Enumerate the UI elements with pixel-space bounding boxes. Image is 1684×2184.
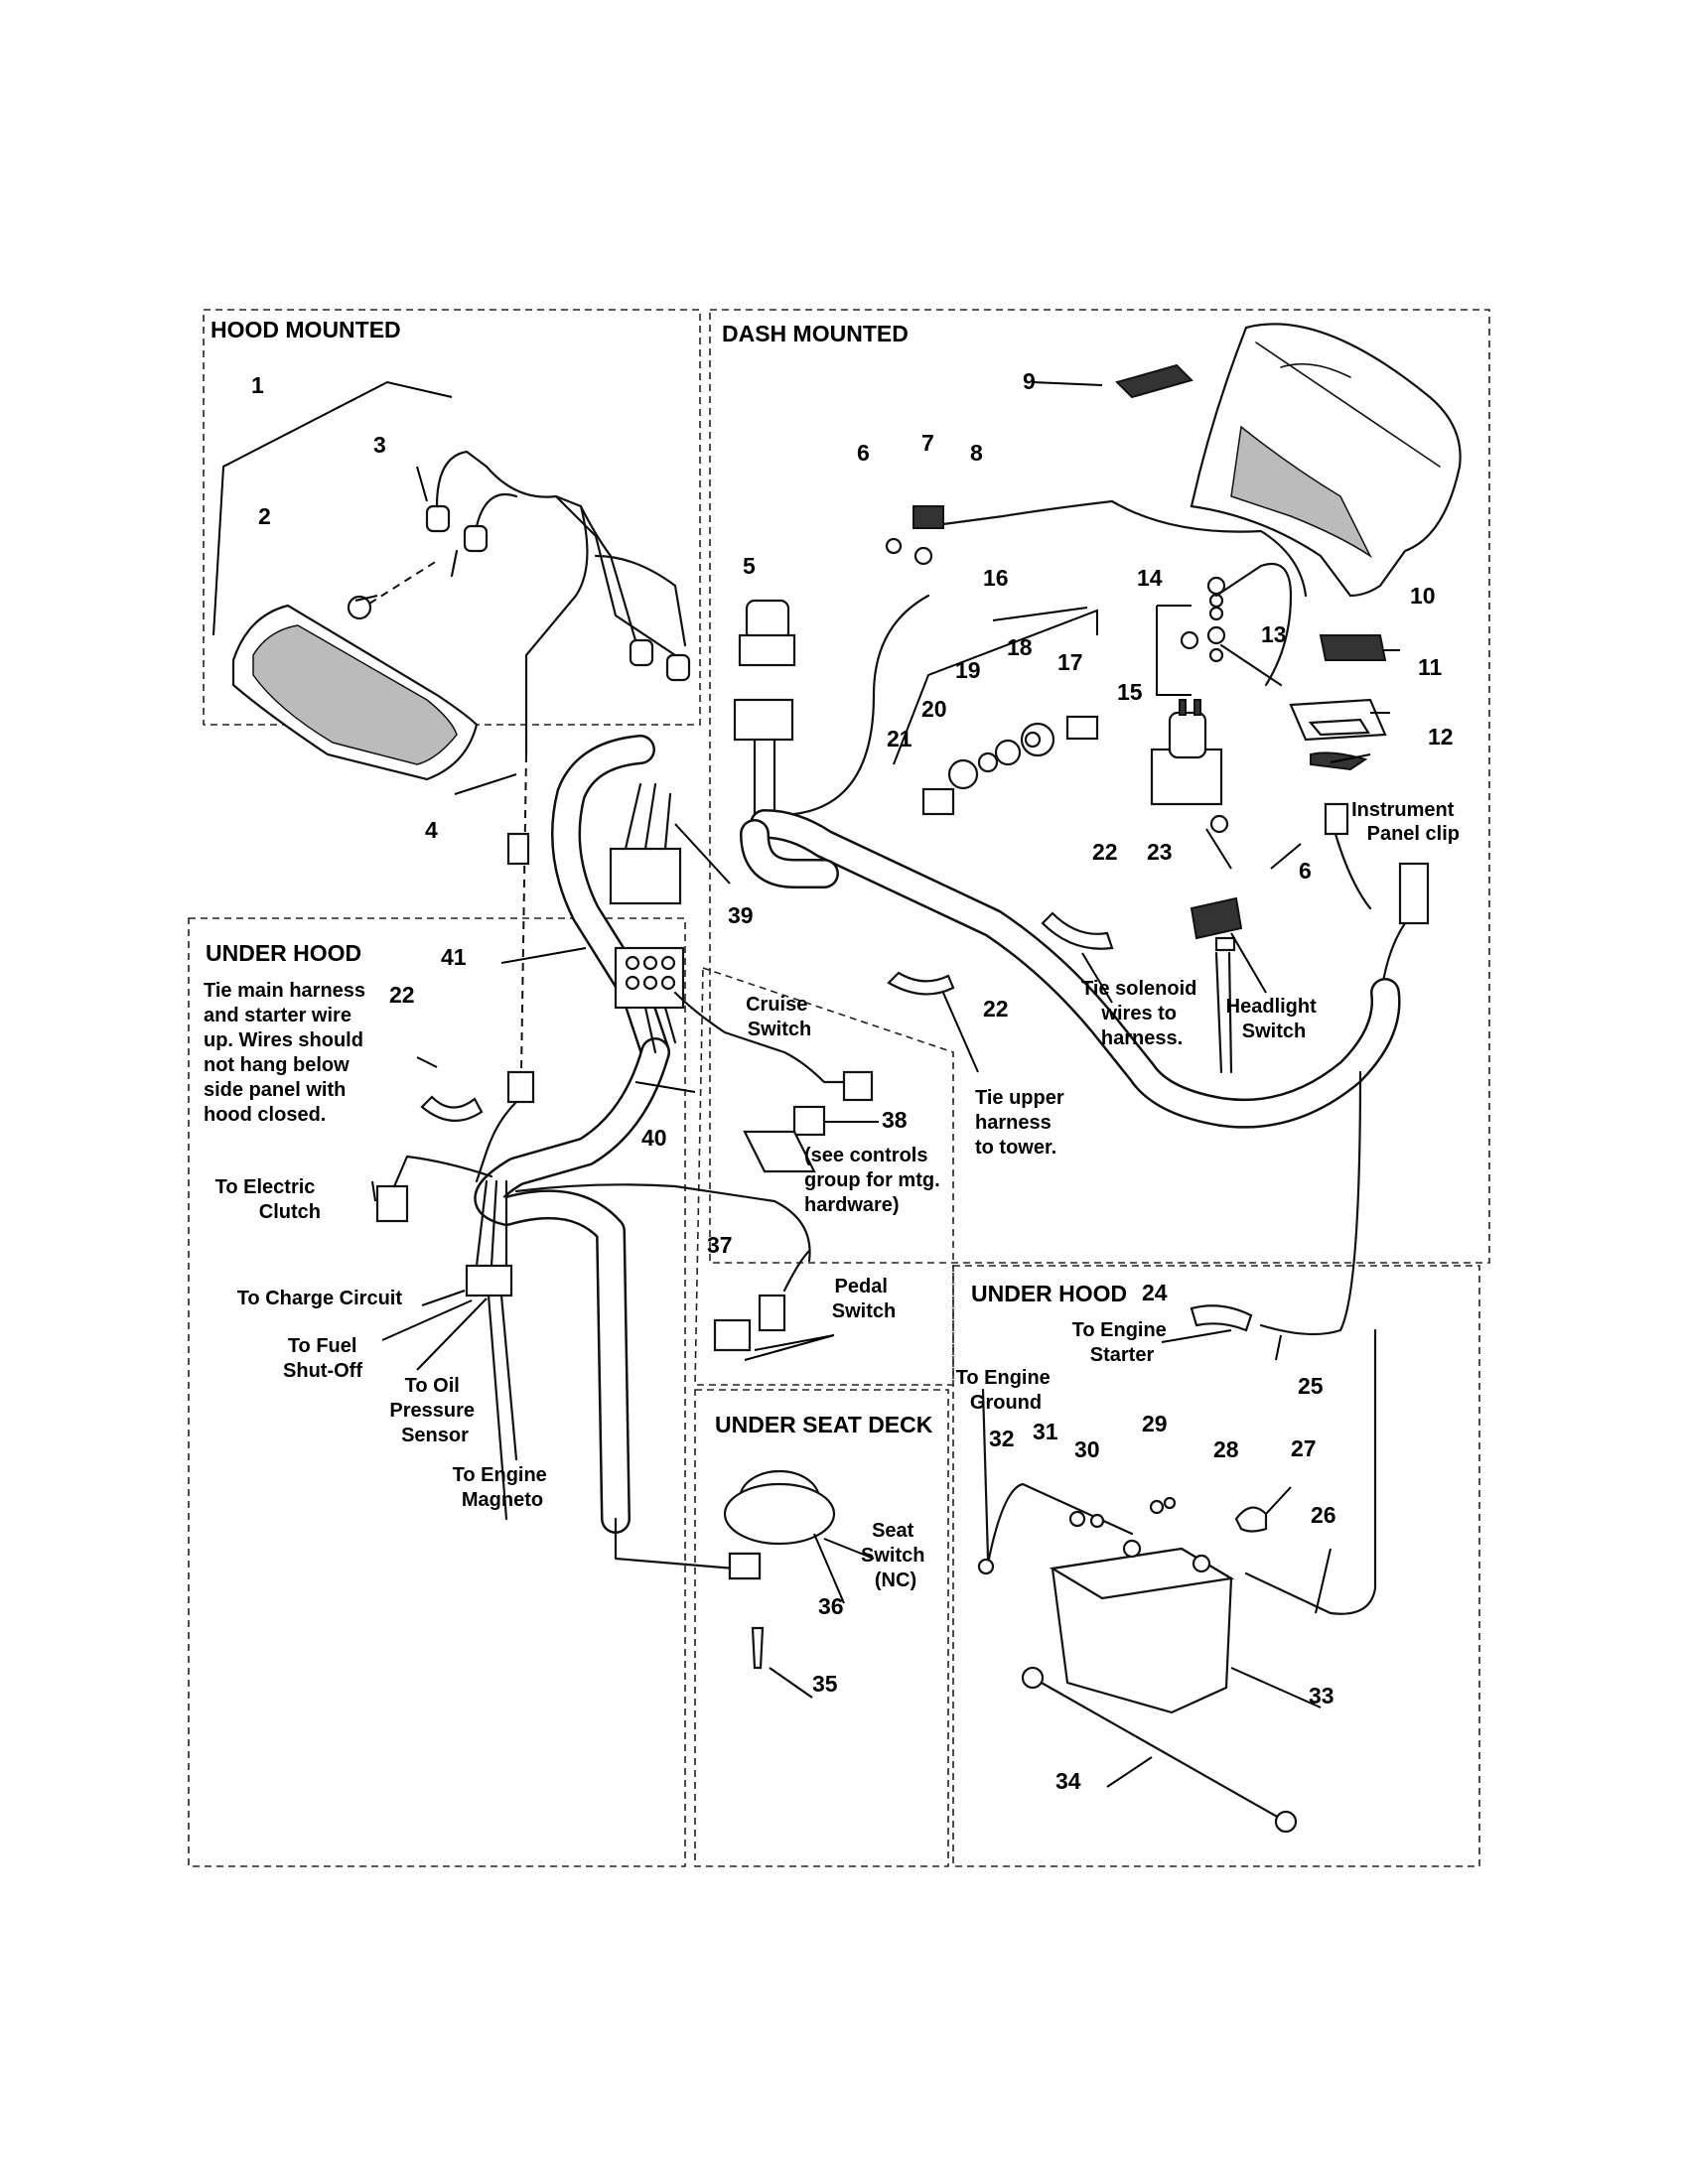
callout-36: 36: [818, 1593, 844, 1619]
leader-lines: [354, 381, 1400, 1093]
callout-14: 14: [1137, 565, 1163, 591]
hood-wire: [454, 753, 535, 1104]
callout-5: 5: [743, 553, 756, 579]
instrument-panel-clip-note: Instrument Panel clip: [1351, 799, 1460, 845]
to-engine-magneto-note: To Engine Magneto: [453, 1464, 553, 1511]
callout-10: 10: [1410, 583, 1436, 609]
callout-13: 13: [1261, 621, 1287, 647]
callout-30: 30: [1074, 1436, 1100, 1462]
under-hood-right-border: [952, 1265, 1480, 1867]
callout-22a: 22: [389, 982, 415, 1008]
callout-17: 17: [1057, 649, 1083, 675]
to-oil-pressure-note: To Oil Pressure Sensor: [389, 1375, 480, 1446]
callout-39: 39: [728, 902, 754, 928]
callout-6a: 6: [857, 440, 870, 466]
callout-2: 2: [258, 503, 271, 529]
headlight-assembly: [212, 380, 691, 781]
callout-7: 7: [921, 430, 934, 456]
tie-main-harness-note: Tie main harness and starter wire up. Wi…: [204, 980, 371, 1126]
cruise-pedal-parts: [673, 991, 879, 1361]
callout-1: 1: [251, 372, 264, 398]
callout-21: 21: [887, 726, 912, 751]
pedal-switch-note: Pedal Switch: [832, 1276, 896, 1322]
main-harness: [474, 735, 1401, 1534]
callout-18: 18: [1007, 634, 1033, 660]
under-hood-right-title: UNDER HOOD: [971, 1281, 1127, 1306]
callout-11: 11: [1418, 654, 1443, 680]
dash-components: [420, 363, 1430, 1122]
callout-8: 8: [970, 440, 983, 466]
dash-mounted-title: DASH MOUNTED: [722, 321, 909, 346]
dash-mounted-border: [709, 309, 1490, 1264]
under-hood-left-border: [188, 917, 686, 1867]
callout-23: 23: [1147, 839, 1173, 865]
callout-3: 3: [373, 432, 386, 458]
callout-41: 41: [441, 944, 467, 970]
callout-4: 4: [425, 817, 438, 843]
callout-22c: 22: [1092, 839, 1118, 865]
callout-28: 28: [1213, 1436, 1239, 1462]
left-branches: [371, 1100, 811, 1580]
tie-solenoid-note: Tie solenoid wires to harness.: [1081, 978, 1202, 1049]
hood-mounted-title: HOOD MOUNTED: [210, 317, 401, 342]
to-engine-ground-note: To Engine Ground: [956, 1367, 1056, 1414]
callout-26: 26: [1311, 1502, 1336, 1528]
callout-25: 25: [1298, 1373, 1324, 1399]
to-engine-starter-note: To Engine Starter: [1072, 1319, 1173, 1366]
callout-22b: 22: [983, 996, 1009, 1022]
callout-9: 9: [1023, 368, 1036, 394]
main-connectors: [500, 782, 731, 1054]
to-electric-clutch-note: To Electric Clutch: [215, 1176, 321, 1223]
callout-33: 33: [1309, 1683, 1334, 1708]
callouts: 1 2 3 4 5 6 6 7 8 9 10 11 12 13 14 15 16…: [251, 368, 1454, 1794]
callout-16: 16: [983, 565, 1009, 591]
callout-6b: 6: [1299, 858, 1312, 884]
under-hood-left-title: UNDER HOOD: [206, 940, 361, 966]
under-seat-deck-title: UNDER SEAT DECK: [715, 1412, 933, 1437]
callout-19: 19: [955, 657, 981, 683]
callout-20: 20: [921, 696, 947, 722]
callout-35: 35: [812, 1671, 838, 1697]
battery-area: [977, 1070, 1377, 1834]
section-borders: [188, 309, 1490, 1867]
callout-34: 34: [1055, 1768, 1081, 1794]
notes: Instrument Panel clip Tie main harness a…: [204, 799, 1460, 1591]
to-charge-circuit-note: To Charge Circuit: [237, 1288, 403, 1309]
dash-tower: [1190, 323, 1462, 598]
under-seat-deck-border: [694, 1389, 949, 1867]
callout-31: 31: [1033, 1419, 1058, 1444]
headlight-switch-note: Headlight Switch: [1226, 996, 1323, 1042]
callout-29: 29: [1142, 1411, 1168, 1436]
callout-27: 27: [1291, 1435, 1317, 1461]
callout-40: 40: [641, 1125, 667, 1151]
callout-32: 32: [989, 1426, 1015, 1451]
to-fuel-shutoff-note: To Fuel Shut-Off: [283, 1335, 362, 1382]
callout-37: 37: [707, 1232, 733, 1258]
see-controls-note: (see controls group for mtg. hardware): [804, 1145, 945, 1216]
tie-upper-note: Tie upper harness to tower.: [975, 1087, 1069, 1159]
seat-switch: [723, 1469, 875, 1699]
seat-switch-note: Seat Switch (NC): [861, 1520, 930, 1591]
callout-38: 38: [882, 1107, 908, 1133]
callout-12: 12: [1428, 724, 1454, 750]
callout-15: 15: [1117, 679, 1143, 705]
callout-24: 24: [1142, 1280, 1168, 1305]
cruise-switch-note: Cruise Switch: [746, 994, 813, 1040]
